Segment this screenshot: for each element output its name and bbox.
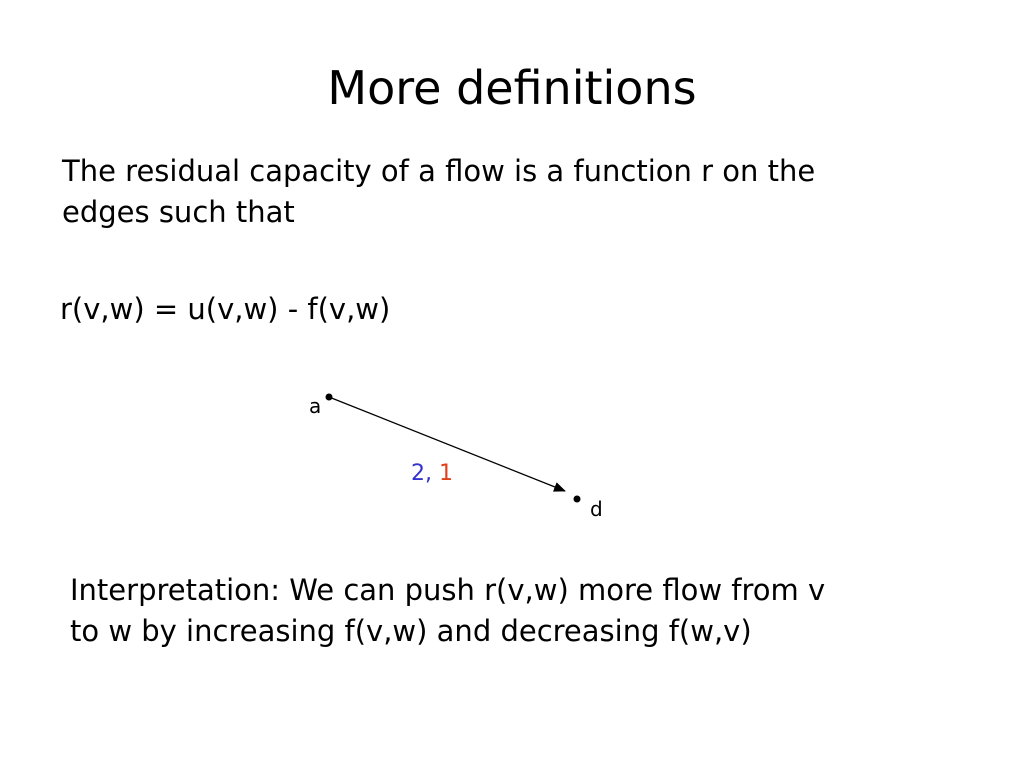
node-a-dot xyxy=(325,393,333,401)
node-a-label: a xyxy=(309,394,322,418)
edge-label: 2, 1 xyxy=(411,461,453,487)
edge-capacity-value: 2 xyxy=(411,461,425,486)
definition-line-2: edges such that xyxy=(62,195,295,229)
definition-line-1: The residual capacity of a flow is a fun… xyxy=(62,154,816,188)
interpretation-line-1: Interpretation: We can push r(v,w) more … xyxy=(70,573,826,607)
residual-capacity-formula: r(v,w) = u(v,w) - f(v,w) xyxy=(60,292,391,326)
edge-a-to-d xyxy=(328,396,566,492)
interpretation-line-2: to w by increasing f(v,w) and decreasing… xyxy=(70,614,752,648)
edge-label-separator: , xyxy=(425,461,432,486)
slide-title: More definitions xyxy=(327,61,697,115)
node-d-label: d xyxy=(590,497,603,521)
node-d-dot xyxy=(573,495,581,503)
edge-flow-value: 1 xyxy=(439,461,453,486)
